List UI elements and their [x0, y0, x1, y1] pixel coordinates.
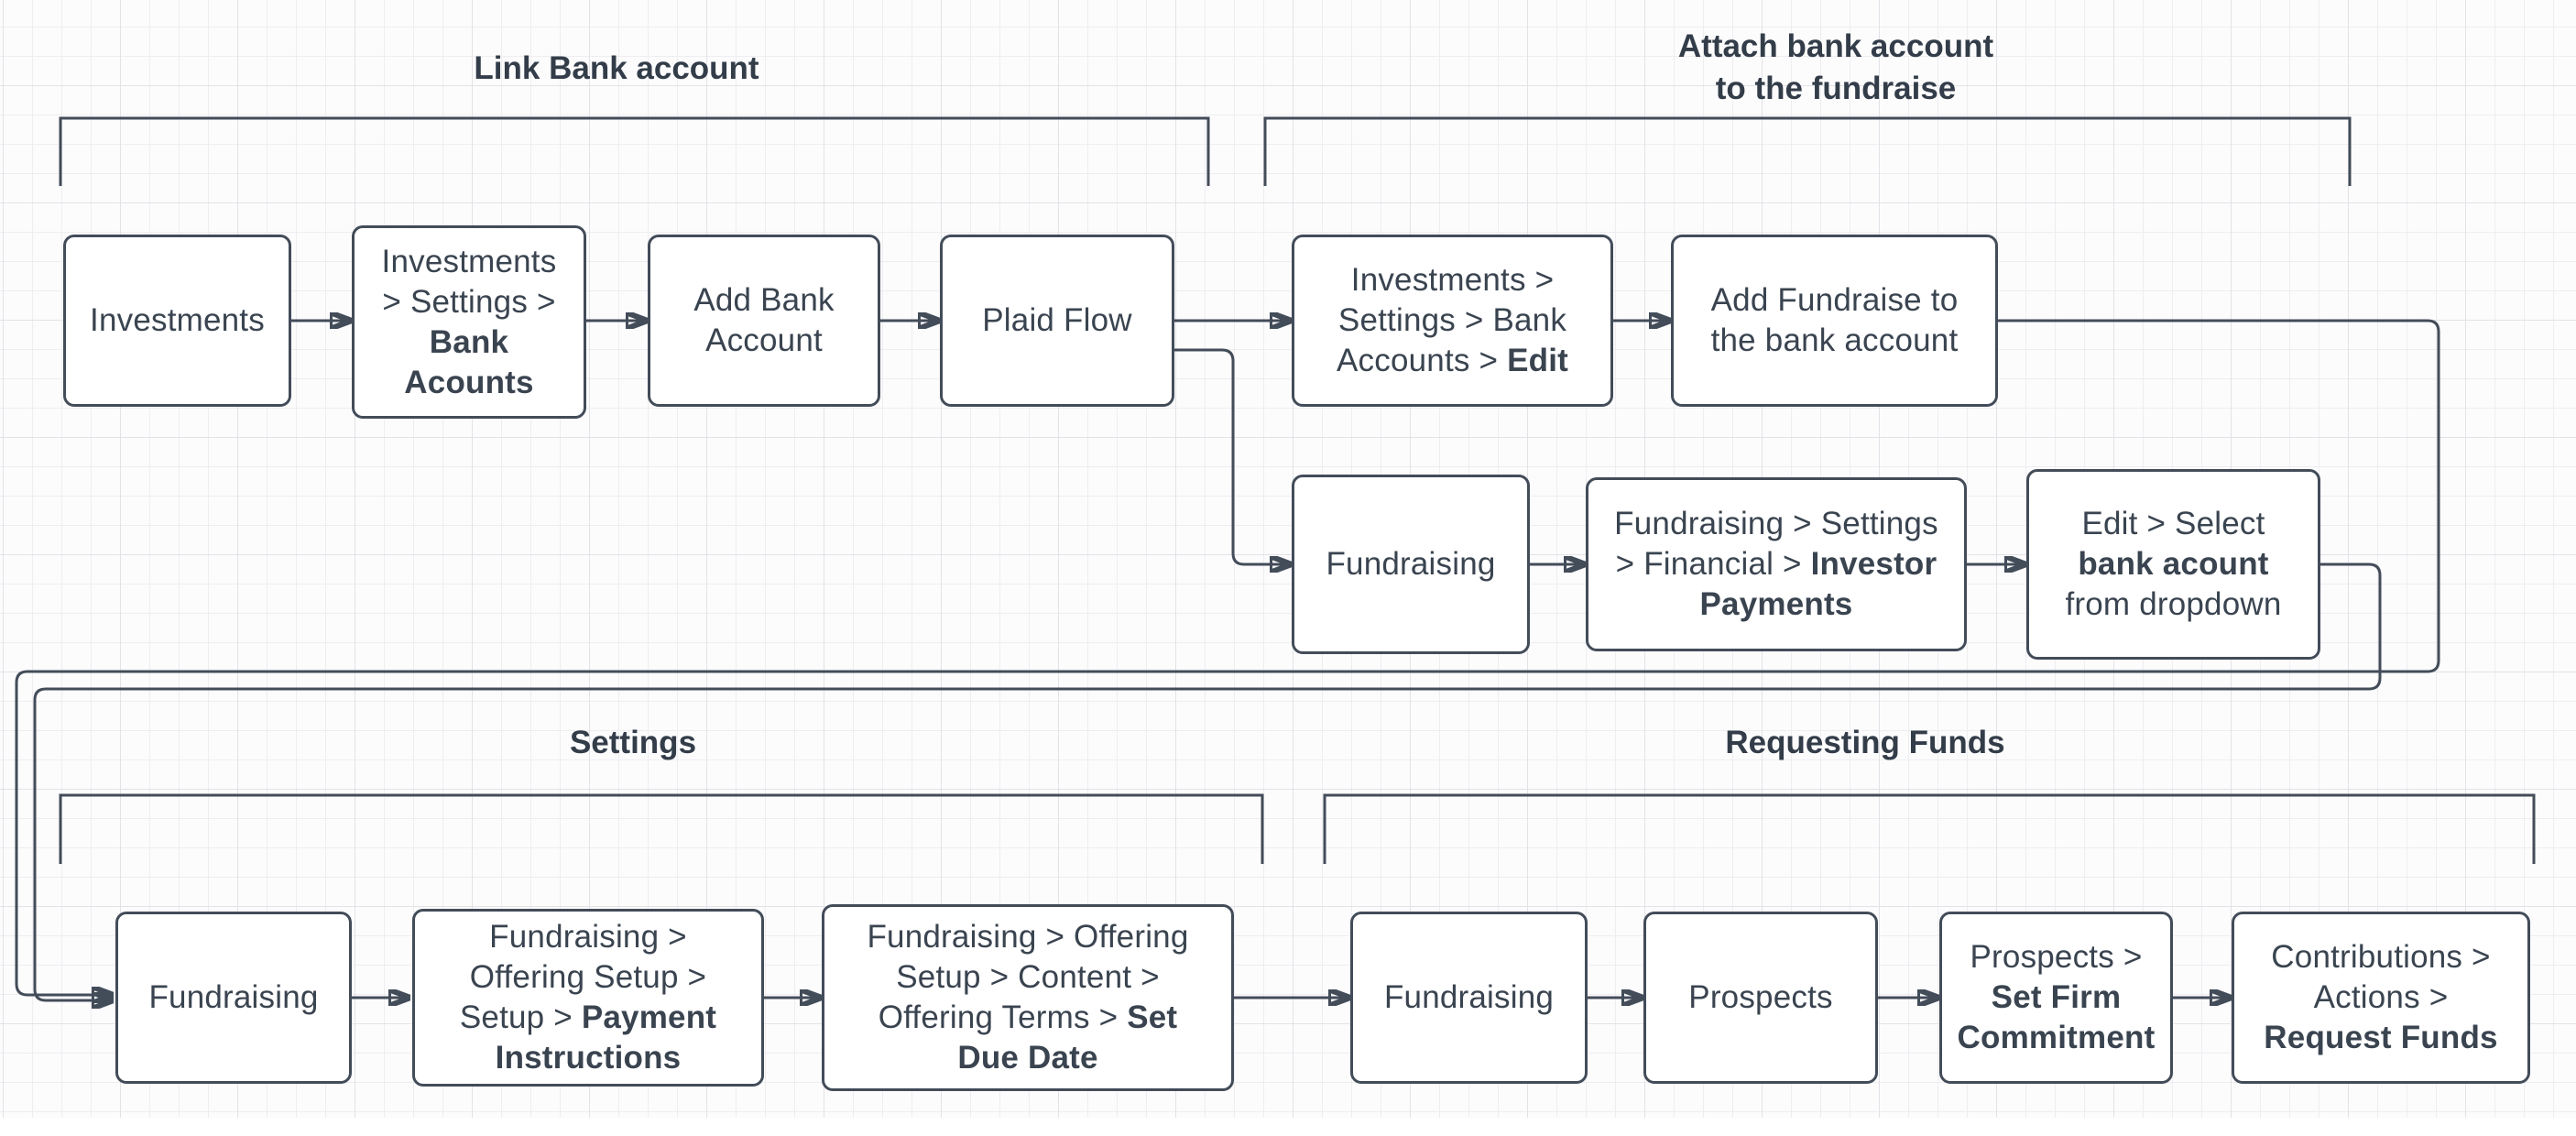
connector-plaid-flow-to-fundraising-attach	[1174, 348, 1290, 564]
node-fundraising-settings-financial-investor-payments: Fundraising > Settings> Financial > Inve…	[1586, 477, 1967, 651]
node-contributions-actions-request-funds: Contributions >Actions >Request Funds	[2232, 912, 2530, 1084]
section-title-requesting-funds: Requesting Funds	[1725, 725, 2005, 760]
canvas-bottom-edge	[0, 1118, 2576, 1136]
section-title-settings: Settings	[569, 725, 697, 760]
section-title-link-bank-account: Link Bank account	[474, 50, 759, 86]
node-prospects: Prospects	[1643, 912, 1878, 1084]
node-fundraising-settings-flow: Fundraising	[115, 912, 352, 1084]
bracket-link-bank-account	[59, 116, 1210, 186]
node-investments: Investments	[63, 235, 291, 407]
node-fundraising-requesting-flow: Fundraising	[1350, 912, 1588, 1084]
bracket-settings	[59, 793, 1264, 864]
node-plaid-flow: Plaid Flow	[940, 235, 1174, 407]
node-fundraising-attach: Fundraising	[1292, 475, 1530, 654]
bracket-attach-bank-account	[1263, 116, 2352, 186]
node-fundraising-offering-setup-payment-instructions: Fundraising >Offering Setup >Setup > Pay…	[412, 909, 764, 1087]
bracket-requesting-funds	[1323, 793, 2536, 864]
